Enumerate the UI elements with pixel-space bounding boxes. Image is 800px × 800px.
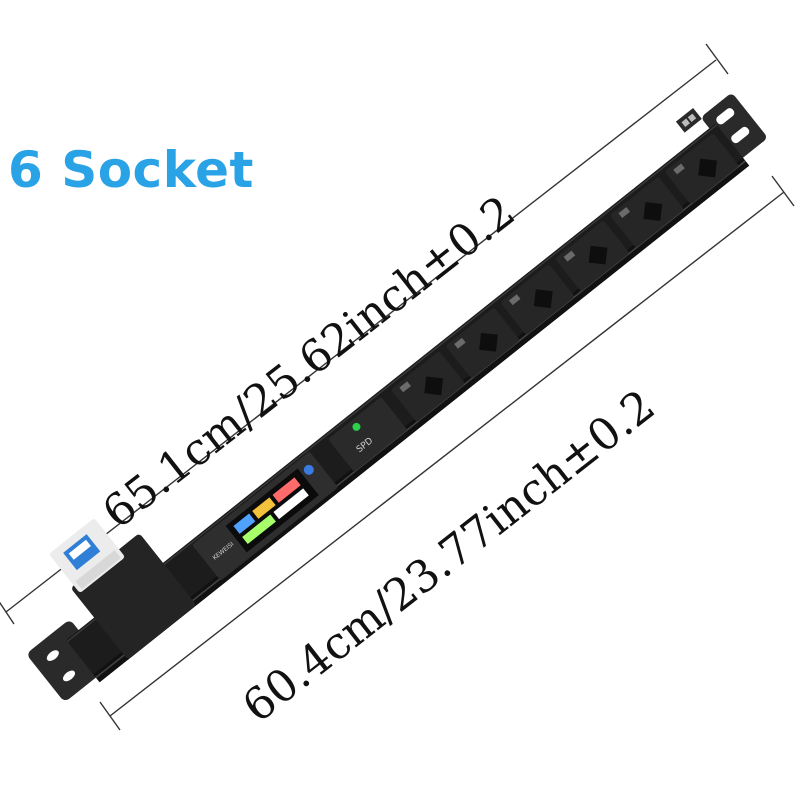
right-mount-bracket [702, 94, 766, 161]
socket-2[interactable] [445, 307, 520, 378]
indicator-light-icon [352, 422, 361, 431]
socket-4[interactable] [555, 220, 630, 291]
socket-5[interactable] [610, 177, 685, 248]
digital-meter: KEWEISI [192, 452, 338, 580]
usb-ports[interactable] [675, 107, 702, 133]
circuit-breaker[interactable] [46, 502, 197, 660]
meter-screen [225, 468, 319, 553]
socket-1[interactable] [391, 351, 466, 422]
spd-module: SPD [328, 397, 407, 472]
headline-title: 6 Socket [8, 141, 254, 199]
socket-row [391, 133, 740, 422]
socket-3[interactable] [500, 264, 575, 335]
total-length-line [5, 59, 717, 613]
mount-length-label: 60.4cm/23.77inch±0.2 [233, 380, 664, 733]
pdu-body: KEWEISI SPD [28, 94, 766, 701]
dimension-lines [0, 43, 795, 731]
meter-button-icon[interactable] [302, 463, 316, 477]
socket-6[interactable] [665, 133, 740, 204]
mount-length-line [109, 191, 785, 717]
